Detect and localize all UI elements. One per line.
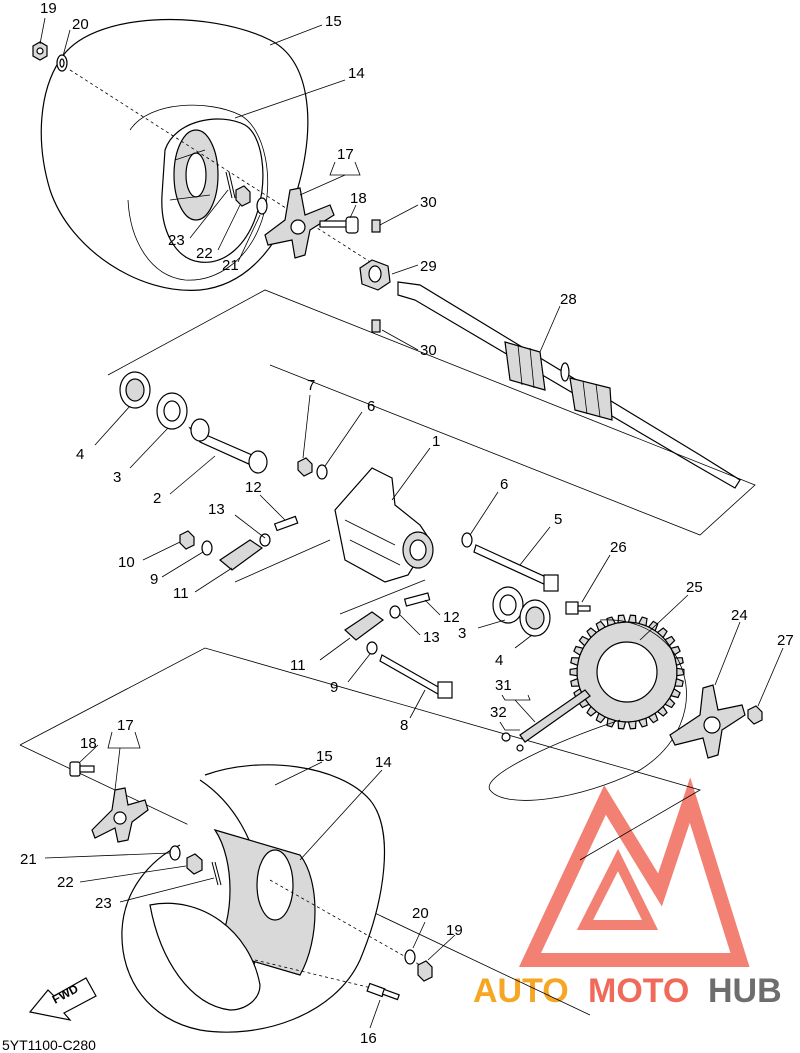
- callout-32: 32: [490, 704, 507, 721]
- callout-26: 26: [610, 539, 627, 556]
- callout-12: 12: [443, 609, 460, 626]
- lower-rear-wheel: [121, 764, 386, 1033]
- callout-9: 9: [150, 571, 158, 588]
- sprocket-tooth: [595, 712, 607, 724]
- callout-1: 1: [432, 433, 440, 450]
- callout-11: 11: [173, 585, 189, 602]
- callout-20: 20: [412, 905, 429, 922]
- callout-7: 7: [307, 377, 315, 394]
- callout-14: 14: [348, 65, 365, 82]
- callout-30: 30: [420, 194, 437, 211]
- callout-4: 4: [495, 652, 503, 669]
- watermark-logo: AUTO MOTO HUB: [473, 777, 782, 1010]
- sprocket-tooth: [606, 616, 617, 627]
- rear-axle-shaft: [397, 281, 741, 489]
- callout-3: 3: [458, 625, 466, 642]
- callout-12: 12: [245, 479, 262, 496]
- sprocket-hub: [669, 684, 763, 759]
- sprocket-tooth: [637, 717, 648, 728]
- sprocket-tooth: [573, 645, 584, 656]
- callout-5: 5: [554, 511, 562, 528]
- callout-8: 8: [400, 717, 408, 734]
- sprocket-tooth: [570, 677, 580, 687]
- sprocket-tooth: [627, 720, 637, 730]
- sprocket-tooth: [664, 697, 676, 709]
- callout-numbers: 19 20 15 14 17 18 30 29 28 30 23 22 21 4…: [20, 0, 794, 1047]
- callout-23: 23: [95, 895, 112, 912]
- lower-small-parts: [69, 761, 433, 1001]
- sprocket-tooth: [647, 712, 659, 724]
- callout-24: 24: [731, 607, 748, 624]
- leader-lines: [39, 17, 784, 1029]
- upper-small-parts: [32, 41, 391, 333]
- callout-10: 10: [118, 554, 135, 571]
- callout-27: 27: [777, 632, 794, 649]
- callout-14: 14: [375, 754, 392, 771]
- watermark-hub: HUB: [708, 972, 782, 1010]
- sprocket-tooth: [637, 616, 648, 627]
- sprocket-tooth: [617, 720, 627, 730]
- callout-19: 19: [446, 922, 463, 939]
- sprocket-tooth: [656, 705, 668, 717]
- callout-22: 22: [196, 245, 213, 262]
- callout-23: 23: [168, 232, 185, 249]
- sprocket-tooth: [656, 627, 668, 639]
- diagram-code: 5YT1100-C280: [2, 1037, 96, 1053]
- sprocket-tooth: [586, 627, 598, 639]
- sprocket-tooth: [570, 657, 580, 667]
- callout-22: 22: [57, 874, 74, 891]
- callout-2: 2: [153, 490, 161, 507]
- callout-6: 6: [500, 476, 508, 493]
- watermark-auto: AUTO: [473, 972, 569, 1010]
- callout-20: 20: [72, 16, 89, 33]
- callout-21: 21: [222, 257, 239, 274]
- callout-6: 6: [367, 398, 375, 415]
- callout-3: 3: [113, 469, 121, 486]
- callout-21: 21: [20, 851, 37, 868]
- callout-9: 9: [330, 679, 338, 696]
- callout-16: 16: [360, 1030, 377, 1047]
- sprocket-tooth: [578, 635, 590, 647]
- axle-housing-assembly: [119, 371, 591, 699]
- callout-31: 31: [495, 677, 512, 694]
- callout-29: 29: [420, 258, 437, 275]
- callout-18: 18: [80, 735, 97, 752]
- callout-19: 19: [40, 0, 57, 17]
- sprocket-tooth: [674, 677, 684, 687]
- sprocket-tooth: [627, 614, 637, 624]
- callout-25: 25: [686, 579, 703, 596]
- callout-13: 13: [423, 629, 440, 646]
- callout-15: 15: [316, 748, 333, 765]
- drive-chain: [501, 689, 591, 752]
- callout-28: 28: [560, 291, 577, 308]
- sprocket-tooth: [586, 705, 598, 717]
- callout-17: 17: [337, 146, 354, 163]
- sprocket-tooth: [569, 667, 578, 677]
- callout-17: 17: [117, 717, 134, 734]
- callout-18: 18: [350, 190, 367, 207]
- sprocket-tooth: [647, 620, 659, 632]
- callout-11: 11: [290, 657, 306, 674]
- drive-sprocket: [488, 614, 687, 801]
- watermark-moto: MOTO: [588, 972, 689, 1010]
- sprocket-tooth: [670, 688, 681, 699]
- sprocket-tooth: [595, 620, 607, 632]
- callout-13: 13: [208, 501, 225, 518]
- sprocket-tooth: [664, 635, 676, 647]
- upper-rear-wheel: [40, 18, 309, 291]
- callout-4: 4: [76, 446, 84, 463]
- callout-15: 15: [325, 13, 342, 30]
- fwd-arrow: FWD: [28, 977, 97, 1021]
- callout-30: 30: [420, 342, 437, 359]
- sprocket-tooth: [670, 645, 681, 656]
